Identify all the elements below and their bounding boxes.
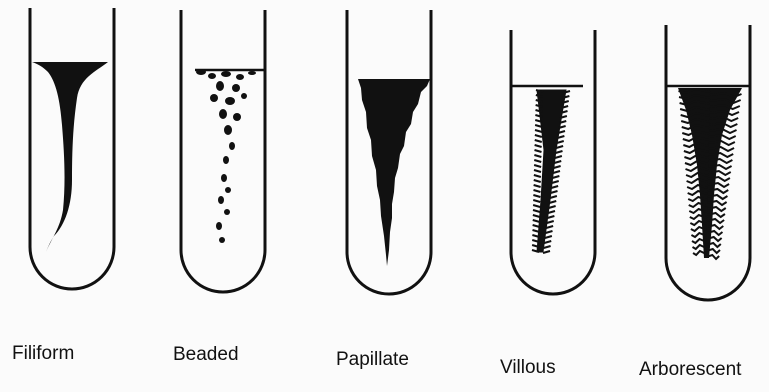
villus — [534, 160, 541, 162]
villus — [545, 236, 552, 238]
villus — [533, 205, 540, 207]
villus — [534, 155, 541, 157]
villus — [554, 166, 561, 168]
villous-growth — [532, 90, 570, 253]
label-filiform: Filiform — [12, 343, 74, 365]
tubes-illustration — [0, 0, 769, 330]
villus — [534, 190, 541, 192]
villus — [553, 171, 560, 173]
villus — [547, 216, 554, 218]
villus — [543, 251, 550, 253]
villus — [544, 241, 551, 243]
tube-arborescent — [666, 25, 750, 300]
villus — [533, 210, 540, 212]
bead — [248, 71, 256, 75]
villus — [554, 161, 561, 163]
bead — [221, 71, 231, 77]
bead — [224, 125, 232, 135]
tube-beaded — [181, 10, 265, 292]
villus — [533, 215, 540, 217]
villus — [549, 206, 556, 208]
villus — [533, 220, 540, 222]
papillate-growth — [358, 79, 430, 266]
villus — [551, 186, 558, 188]
villus — [552, 176, 559, 178]
villus — [533, 200, 540, 202]
branch — [706, 255, 719, 259]
filiform-growth — [32, 62, 108, 252]
bead — [218, 196, 224, 204]
bead — [224, 209, 230, 215]
bead — [223, 156, 229, 164]
villus — [535, 140, 542, 142]
tube-villous — [511, 30, 595, 294]
villus — [546, 231, 553, 233]
tube-filiform — [30, 8, 114, 289]
villus — [551, 191, 558, 193]
villus — [534, 180, 541, 182]
villus — [555, 156, 562, 158]
bead — [208, 73, 216, 79]
bead — [216, 222, 222, 230]
villus — [534, 165, 541, 167]
label-papillate: Papillate — [336, 349, 409, 371]
villus — [548, 211, 555, 213]
villus — [534, 175, 541, 177]
bead — [210, 94, 218, 102]
villus — [534, 185, 541, 187]
bead — [241, 93, 247, 99]
label-villous: Villous — [500, 357, 556, 379]
villus — [552, 181, 559, 183]
bead — [236, 74, 244, 80]
bead — [232, 84, 240, 92]
bead — [219, 237, 225, 243]
bead — [229, 142, 235, 150]
villus — [534, 170, 541, 172]
bead — [225, 187, 231, 193]
villus — [556, 151, 563, 153]
label-beaded: Beaded — [173, 344, 239, 366]
villus — [535, 135, 542, 137]
villus — [535, 145, 542, 147]
villus — [556, 146, 563, 148]
villus — [547, 221, 554, 223]
villus — [535, 150, 542, 152]
villous-stalk — [537, 90, 566, 252]
label-arborescent: Arborescent — [639, 359, 741, 381]
villus — [546, 226, 553, 228]
bead — [216, 81, 224, 91]
villus — [533, 195, 540, 197]
villus — [535, 130, 542, 132]
bead — [225, 97, 235, 105]
tube-outline — [181, 10, 265, 292]
bead — [233, 113, 241, 121]
beaded-growth — [196, 69, 256, 243]
bead — [196, 69, 206, 75]
tube-papillate — [347, 10, 431, 294]
bead — [219, 109, 227, 119]
villus — [544, 246, 551, 248]
bead — [221, 174, 227, 182]
